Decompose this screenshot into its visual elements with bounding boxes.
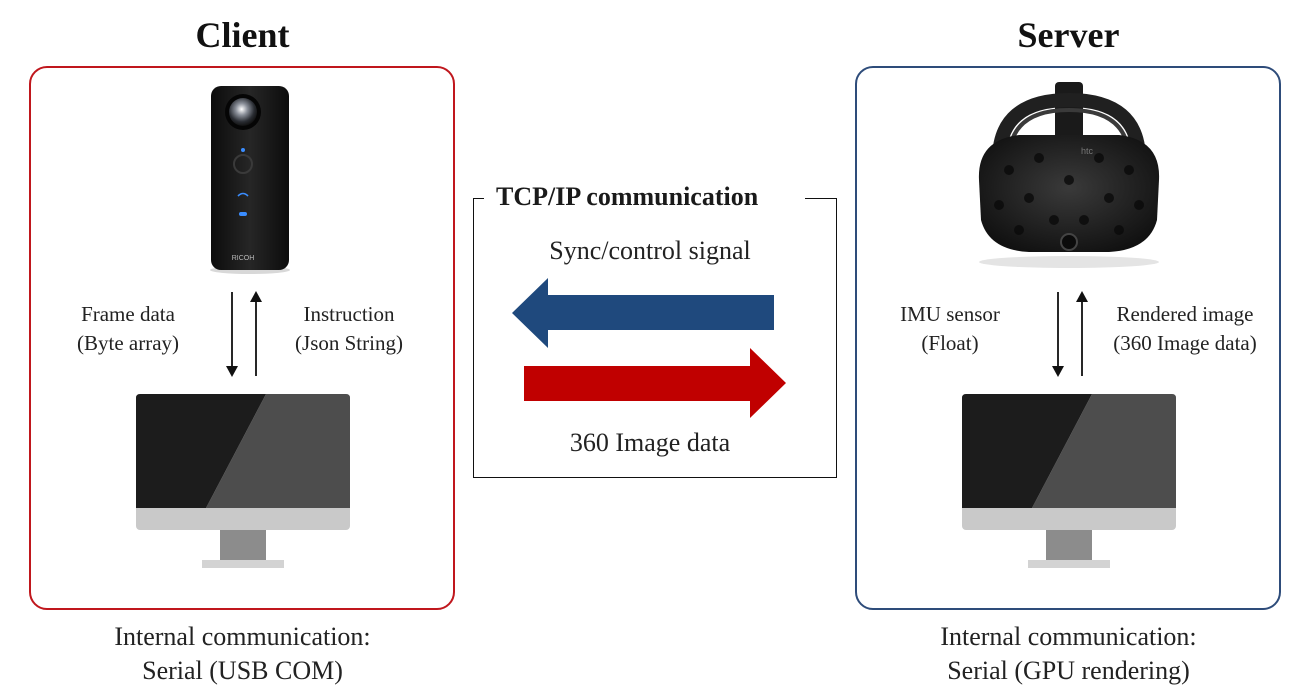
client-up-arrow xyxy=(249,290,263,376)
server-footer-line1: Internal communication: xyxy=(940,622,1197,651)
server-down-arrow xyxy=(1051,292,1065,378)
server-imu-line2: (Float) xyxy=(921,331,979,355)
client-frame-data-line2: (Byte array) xyxy=(76,331,180,355)
left-arrow-sync-signal xyxy=(512,278,776,350)
server-rendered-line1: Rendered image xyxy=(1116,302,1254,326)
server-imu-label: IMU sensor (Float) xyxy=(885,300,1015,358)
server-title: Server xyxy=(1017,15,1120,55)
client-title: Client xyxy=(195,15,290,55)
image-data-label: 360 Image data xyxy=(569,428,731,457)
client-instruction-label: Instruction (Json String) xyxy=(274,300,424,358)
client-instruction-line2: (Json String) xyxy=(295,331,403,355)
client-footer-line1: Internal communication: xyxy=(114,622,371,651)
client-frame-data-line1: Frame data xyxy=(81,302,175,326)
server-rendered-line2: (360 Image data) xyxy=(1113,331,1257,355)
server-footer: Internal communication: Serial (GPU rend… xyxy=(856,620,1281,688)
client-instruction-line1: Instruction xyxy=(303,302,395,326)
client-monitor-icon xyxy=(136,394,350,570)
server-box: htc IMU sensor (Float) Rendered image (3… xyxy=(855,66,1281,610)
client-footer-line2: Serial (USB COM) xyxy=(142,656,343,685)
server-imu-line1: IMU sensor xyxy=(900,302,1000,326)
server-up-arrow xyxy=(1075,290,1089,376)
tcp-ip-title: TCP/IP communication xyxy=(484,182,771,212)
server-rendered-label: Rendered image (360 Image data) xyxy=(1097,300,1273,358)
client-brand-text: RICOH xyxy=(232,255,255,262)
client-frame-data-label: Frame data (Byte array) xyxy=(53,300,203,358)
tcp-ip-box xyxy=(473,198,837,478)
server-monitor-icon xyxy=(962,394,1176,570)
camera-icon: RICOH xyxy=(207,84,293,276)
client-down-arrow xyxy=(225,292,239,378)
server-footer-line2: Serial (GPU rendering) xyxy=(947,656,1190,685)
client-box: RICOH Frame data (Byte array) Instructio… xyxy=(29,66,455,610)
server-brand-text: htc xyxy=(1081,146,1094,156)
right-arrow-image-data xyxy=(524,348,788,420)
sync-control-signal-label: Sync/control signal xyxy=(549,236,751,265)
vr-headset-icon: htc xyxy=(969,80,1169,270)
client-footer: Internal communication: Serial (USB COM) xyxy=(30,620,455,688)
